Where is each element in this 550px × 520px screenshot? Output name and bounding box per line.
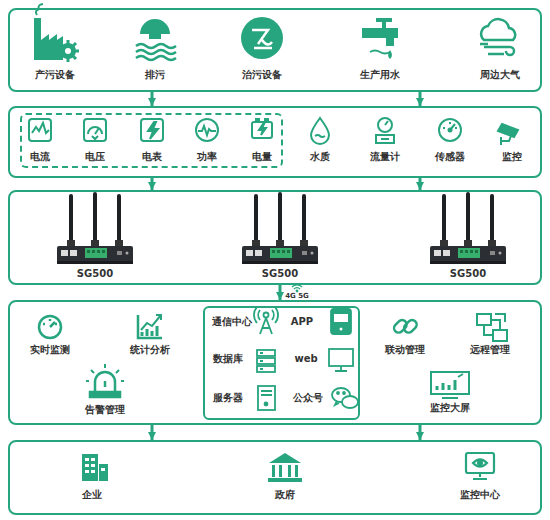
item-label: 数据库 (213, 353, 243, 365)
statistics-icon (138, 315, 162, 338)
item-label: 流量计 (370, 151, 400, 163)
wifi-icon (292, 285, 302, 292)
item-label: APP (291, 316, 313, 328)
item-label: 远程管理 (470, 344, 510, 356)
item-label: 生产用水 (360, 69, 400, 81)
gateway-band: SG500 SG500 SG500 (8, 190, 542, 285)
flow-arrow (279, 285, 282, 300)
air-icon (480, 19, 515, 55)
item-label: 联动管理 (385, 344, 425, 356)
wechat-icon (332, 388, 358, 408)
government-icon (268, 453, 302, 482)
flow-arrow (419, 178, 422, 190)
item-label: 监控 (502, 151, 522, 163)
app-icon (331, 309, 351, 334)
item-label: 通信中心 (212, 316, 252, 328)
factory-icon (34, 4, 79, 62)
item-label: 水质 (310, 151, 330, 163)
link-icon (392, 318, 418, 334)
edge-label: 4G 5G (285, 292, 309, 300)
item-label: 周边大气 (480, 69, 520, 81)
item-label: 电表 (142, 151, 162, 163)
item-label: 企业 (82, 489, 102, 501)
item-label: 告警管理 (85, 404, 125, 416)
item-label: 功率 (197, 151, 217, 163)
remote-icon (477, 314, 507, 341)
item-label: 政府 (275, 489, 295, 501)
water-quality-icon (311, 118, 329, 144)
source-band: 产污设备 排污 治污设备 生产用水 周边大气 (8, 8, 542, 92)
flow-arrow (419, 92, 422, 106)
service-box: 通信中心 APP 数据库 web 服务器 公众号 (203, 306, 360, 420)
item-label: 实时监测 (30, 344, 70, 356)
item-label: 电流 (30, 151, 50, 163)
flow-arrow (419, 425, 422, 440)
web-icon (329, 349, 353, 371)
screen-icon (431, 372, 469, 398)
platform-band: 实时监测 统计分析告警管理 联动管理 远程管理监控大屏 通信中心 APP 数据库 web 服务器… (8, 300, 542, 425)
monitor-center-icon (466, 453, 494, 479)
item-label: 产污设备 (35, 69, 75, 81)
item-label: 公众号 (293, 392, 323, 404)
router-images (57, 194, 506, 264)
enterprise-icon (82, 454, 108, 481)
discharge-icon (136, 19, 176, 60)
tower-icon (254, 307, 278, 334)
item-label: 服务器 (213, 392, 243, 404)
camera-icon (498, 124, 518, 145)
flow-arrow (151, 92, 154, 106)
faucet-icon (362, 18, 398, 59)
current-icon (29, 119, 51, 141)
meter-icon (141, 119, 163, 141)
item-label: 治污设备 (242, 69, 282, 81)
item-label: 电量 (252, 151, 272, 163)
voltage-icon (84, 119, 106, 141)
item-label: web (294, 353, 317, 365)
database-icon (257, 350, 275, 372)
sensor-band: 水质 流量计 传感器 监控 电流 电压 电表 功率 电量 (8, 106, 542, 178)
flow-arrow (151, 425, 154, 440)
flowmeter-icon (376, 118, 394, 143)
alarm-icon (86, 364, 124, 397)
server-icon (258, 386, 275, 410)
flow-arrow (151, 178, 154, 190)
item-label: 监控大屏 (430, 402, 470, 414)
treatment-icon (241, 17, 283, 59)
gauge-icon (39, 316, 61, 338)
item-label: 传感器 (435, 151, 465, 163)
power-icon (196, 119, 218, 141)
item-label: 电压 (85, 151, 105, 163)
item-label: SG500 (450, 268, 486, 280)
item-label: 统计分析 (130, 344, 170, 356)
item-label: 监控中心 (460, 489, 500, 501)
electric-group: 电流 电压 电表 功率 电量 (20, 113, 283, 168)
item-label: 排污 (145, 69, 165, 81)
sensor-icon (439, 119, 461, 141)
battery-icon (252, 119, 272, 138)
item-label: SG500 (77, 268, 113, 280)
item-label: SG500 (262, 268, 298, 280)
user-band: 企业 政府 监控中心 (8, 440, 542, 515)
